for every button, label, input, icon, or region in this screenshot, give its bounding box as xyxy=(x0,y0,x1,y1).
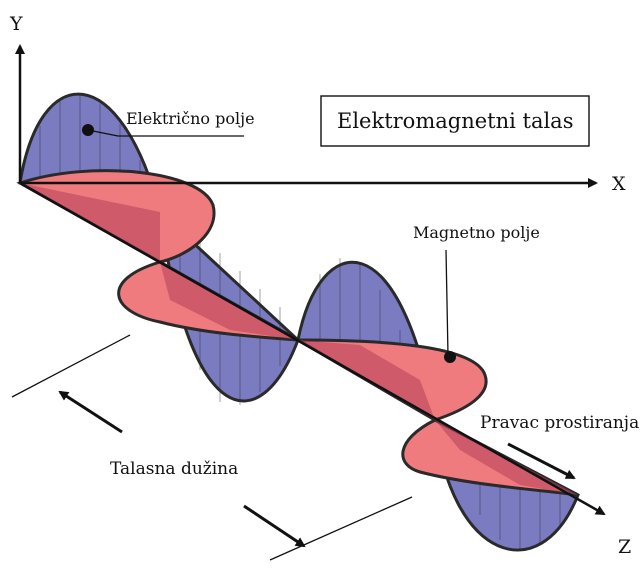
wavelength-arrow-left xyxy=(58,390,123,434)
wavelength-arrow-right xyxy=(243,504,306,548)
axis-y-label: Y xyxy=(9,13,23,35)
propagation-indicator: Pravac prostiranja xyxy=(480,413,639,480)
title-box xyxy=(320,95,590,147)
magnetic-field-label: Magnetno polje xyxy=(413,223,540,242)
magnetic-field-marker xyxy=(444,351,456,363)
wavelength-boundary-left xyxy=(11,334,131,398)
axes xyxy=(15,44,606,516)
title-label: Elektromagnetni talas xyxy=(337,109,573,133)
axis-x-label: X xyxy=(612,173,626,195)
propagation-arrow xyxy=(507,442,576,480)
electric-field-leader xyxy=(87,129,244,137)
z-axis xyxy=(19,181,606,516)
electric-field-label: Električno polje xyxy=(126,109,255,128)
wavelength-boundary-right xyxy=(269,496,413,561)
wavelength-indicator: Talasna dužina xyxy=(11,334,413,561)
magnetic-field-leader xyxy=(445,249,449,356)
axis-z-label: Z xyxy=(618,536,631,558)
propagation-label: Pravac prostiranja xyxy=(480,413,639,433)
wavelength-label: Talasna dužina xyxy=(110,459,238,479)
